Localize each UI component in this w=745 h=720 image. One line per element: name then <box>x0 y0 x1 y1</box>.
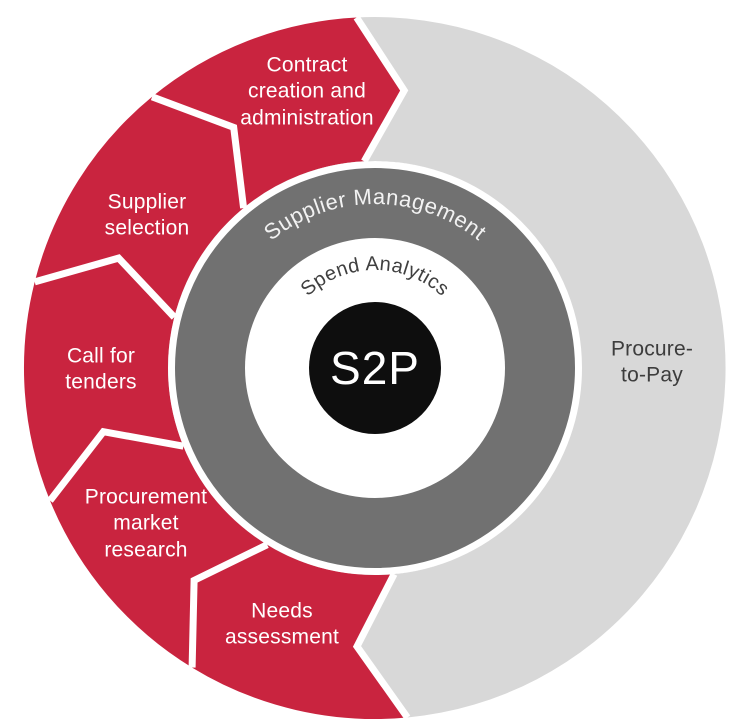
segment-divider <box>188 541 269 668</box>
segment-supplier-selection <box>34 96 244 318</box>
segment-procure-to-pay <box>356 17 726 718</box>
segment-divider <box>353 15 409 164</box>
segment-divider <box>33 254 177 320</box>
segment-divider <box>352 572 411 720</box>
ring-separator <box>168 161 582 575</box>
segment-divider <box>47 427 185 503</box>
segment-dividers <box>33 15 411 720</box>
segment-divider <box>150 93 248 209</box>
segment-call-for-tenders <box>23 258 184 501</box>
segment-contract-creation <box>152 17 405 209</box>
segment-procurement-market-research <box>50 431 268 668</box>
segment-needs-assessment <box>192 544 408 720</box>
center-circle <box>309 302 441 434</box>
